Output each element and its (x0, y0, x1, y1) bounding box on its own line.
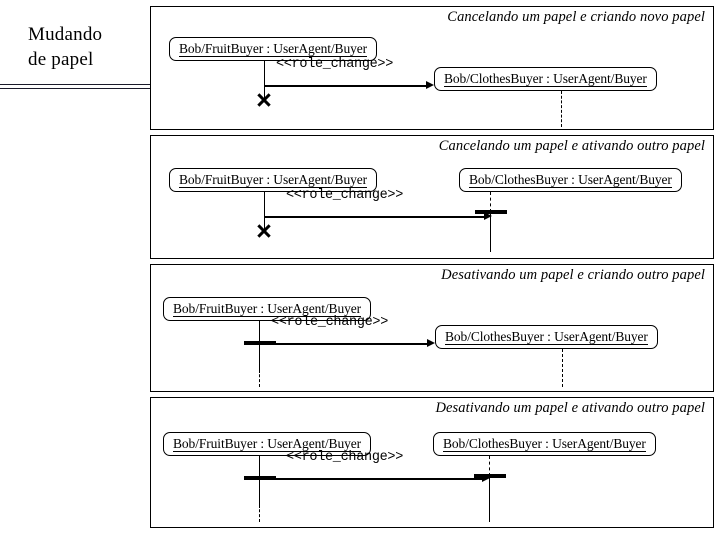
panel-deactivate-and-create: Desativando um papel e criando outro pap… (150, 264, 714, 392)
message-arrow-head-icon (482, 474, 490, 482)
message-label: <<role_change>> (276, 57, 394, 72)
lifeline-left-inactive (259, 345, 260, 387)
lifeline-right-active (489, 478, 490, 522)
lifeline-left (264, 192, 265, 230)
message-arrow-head-icon (426, 81, 434, 89)
activation-bar (475, 210, 507, 214)
header-rule-lower (0, 88, 150, 89)
panel-title: Cancelando um papel e criando novo papel (447, 9, 705, 25)
page-title: Mudando de papel (28, 22, 148, 72)
object-label: Bob/ClothesBuyer : UserAgent/Buyer (443, 436, 646, 452)
message-arrow-line (259, 478, 484, 480)
panel-title: Desativando um papel e criando outro pap… (441, 267, 705, 283)
message-label: <<role_change>> (271, 315, 389, 330)
panel-cancel-and-create: Cancelando um papel e criando novo papel… (150, 6, 714, 130)
message-arrow-head-icon (484, 212, 492, 220)
lifeline-right-inactive (490, 192, 491, 212)
page-title-line-2: de papel (28, 49, 94, 70)
lifeline-left-inactive (259, 480, 260, 522)
object-label: Bob/FruitBuyer : UserAgent/Buyer (173, 301, 362, 317)
lifeline-head-right[interactable]: Bob/ClothesBuyer : UserAgent/Buyer (434, 67, 657, 91)
lifeline-head-left[interactable]: Bob/FruitBuyer : UserAgent/Buyer (169, 168, 378, 192)
lifeline-head-right[interactable]: Bob/ClothesBuyer : UserAgent/Buyer (435, 325, 658, 349)
panel-deactivate-and-activate: Desativando um papel e ativando outro pa… (150, 397, 714, 528)
object-label: Bob/FruitBuyer : UserAgent/Buyer (173, 436, 362, 452)
object-label: Bob/ClothesBuyer : UserAgent/Buyer (444, 71, 647, 87)
message-arrow-head-icon (427, 339, 435, 347)
lifeline-head-left[interactable]: Bob/FruitBuyer : UserAgent/Buyer (163, 297, 372, 321)
panel-cancel-and-activate: Cancelando um papel e ativando outro pap… (150, 135, 714, 259)
lifeline-head-left[interactable]: Bob/FruitBuyer : UserAgent/Buyer (169, 37, 378, 61)
lifeline-right (562, 349, 563, 387)
object-label: Bob/FruitBuyer : UserAgent/Buyer (179, 41, 368, 57)
message-label: <<role_change>> (286, 450, 404, 465)
page-title-line-1: Mudando (28, 24, 103, 45)
header-rule-upper (0, 84, 150, 85)
message-label: <<role_change>> (286, 188, 404, 203)
panel-title: Desativando um papel e ativando outro pa… (435, 400, 705, 416)
lifeline-head-right[interactable]: Bob/ClothesBuyer : UserAgent/Buyer (459, 168, 682, 192)
object-label: Bob/FruitBuyer : UserAgent/Buyer (179, 172, 368, 188)
panel-title: Cancelando um papel e ativando outro pap… (438, 138, 705, 154)
object-label: Bob/ClothesBuyer : UserAgent/Buyer (445, 329, 648, 345)
lifeline-head-right[interactable]: Bob/ClothesBuyer : UserAgent/Buyer (433, 432, 656, 456)
message-arrow-line (259, 343, 429, 345)
lifeline-right (561, 91, 562, 127)
message-arrow-line (264, 85, 428, 87)
lifeline-head-left[interactable]: Bob/FruitBuyer : UserAgent/Buyer (163, 432, 372, 456)
activation-bar (474, 474, 506, 478)
lifeline-right-active (490, 214, 491, 252)
lifeline-left (264, 61, 265, 99)
message-arrow-line (264, 216, 486, 218)
destruction-x-icon (257, 93, 271, 107)
destruction-x-icon (257, 224, 271, 238)
object-label: Bob/ClothesBuyer : UserAgent/Buyer (469, 172, 672, 188)
lifeline-right-inactive (489, 456, 490, 476)
